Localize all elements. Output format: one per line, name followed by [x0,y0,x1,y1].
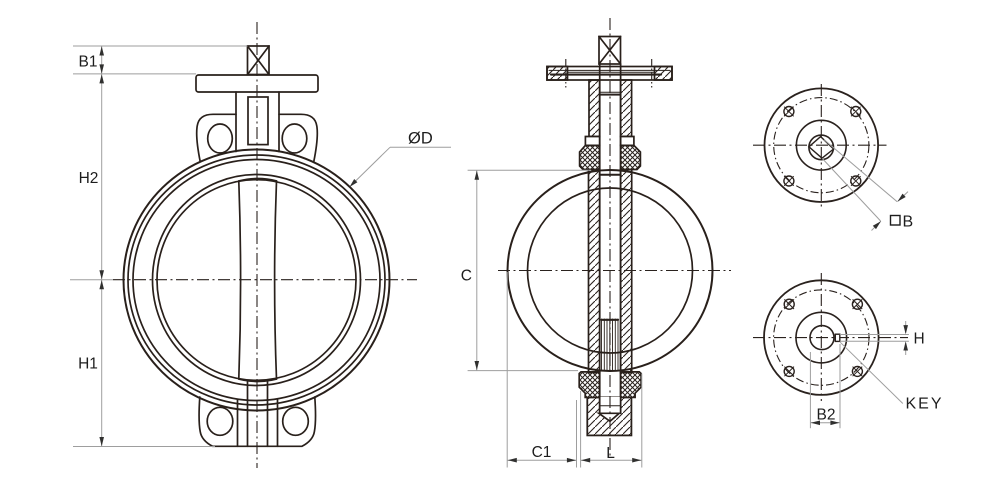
svg-text:ØD: ØD [408,130,433,148]
svg-text:C: C [461,268,472,285]
svg-text:H: H [914,331,925,348]
svg-text:H1: H1 [78,356,98,373]
svg-text:C1: C1 [532,444,552,461]
svg-text:B: B [903,214,914,231]
svg-text:L: L [606,445,615,462]
svg-text:H2: H2 [79,170,99,187]
svg-text:B2: B2 [817,407,836,424]
svg-text:KEY: KEY [906,396,944,413]
svg-text:B1: B1 [79,54,98,71]
